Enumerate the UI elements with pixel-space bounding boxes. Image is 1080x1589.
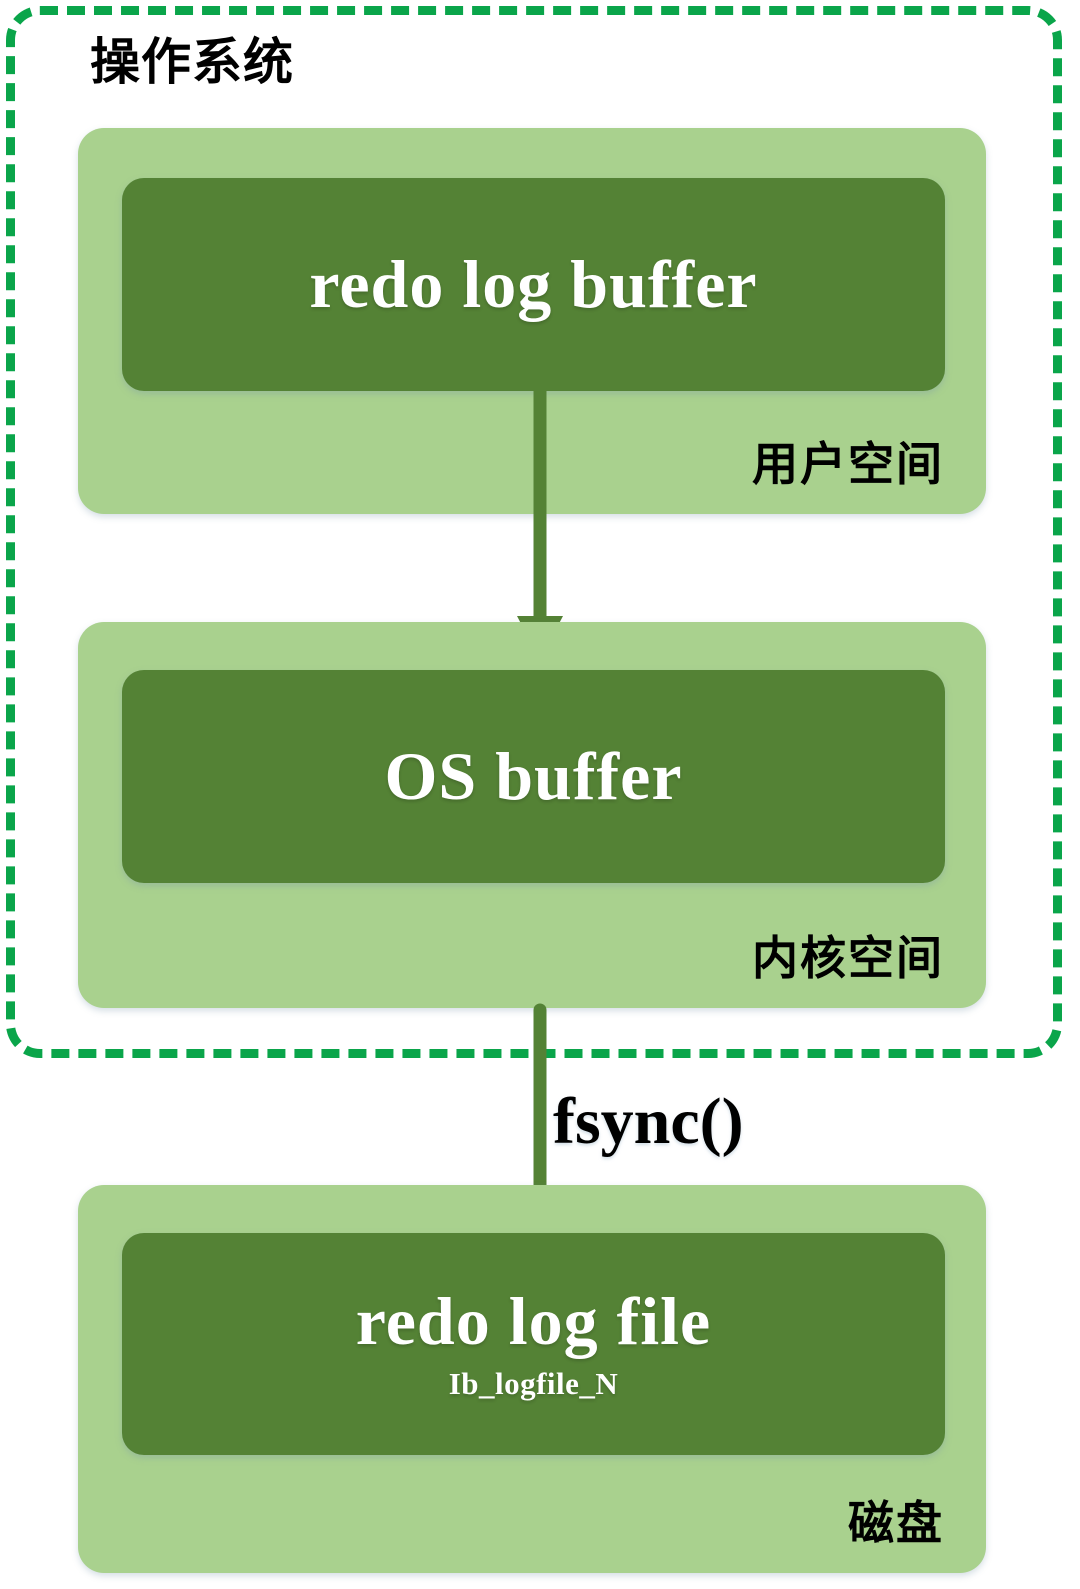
os-boundary-label: 操作系统 [90,34,294,90]
user-space-label: 用户空间 [752,438,944,490]
redo-log-buffer-box: redo log buffer [122,178,945,391]
redo-log-file-subtitle: Ib_logfile_N [448,1365,619,1401]
os-buffer-box: OS buffer [122,670,945,883]
fsync-label: fsync() [553,1085,744,1158]
kernel-space-label: 内核空间 [752,932,944,984]
redo-log-buffer-title: redo log buffer [309,245,758,322]
redo-log-file-title: redo log file [355,1283,712,1360]
os-buffer-title: OS buffer [384,737,683,814]
redo-log-file-box: redo log file Ib_logfile_N [122,1233,945,1455]
disk-label: 磁盘 [848,1497,944,1549]
